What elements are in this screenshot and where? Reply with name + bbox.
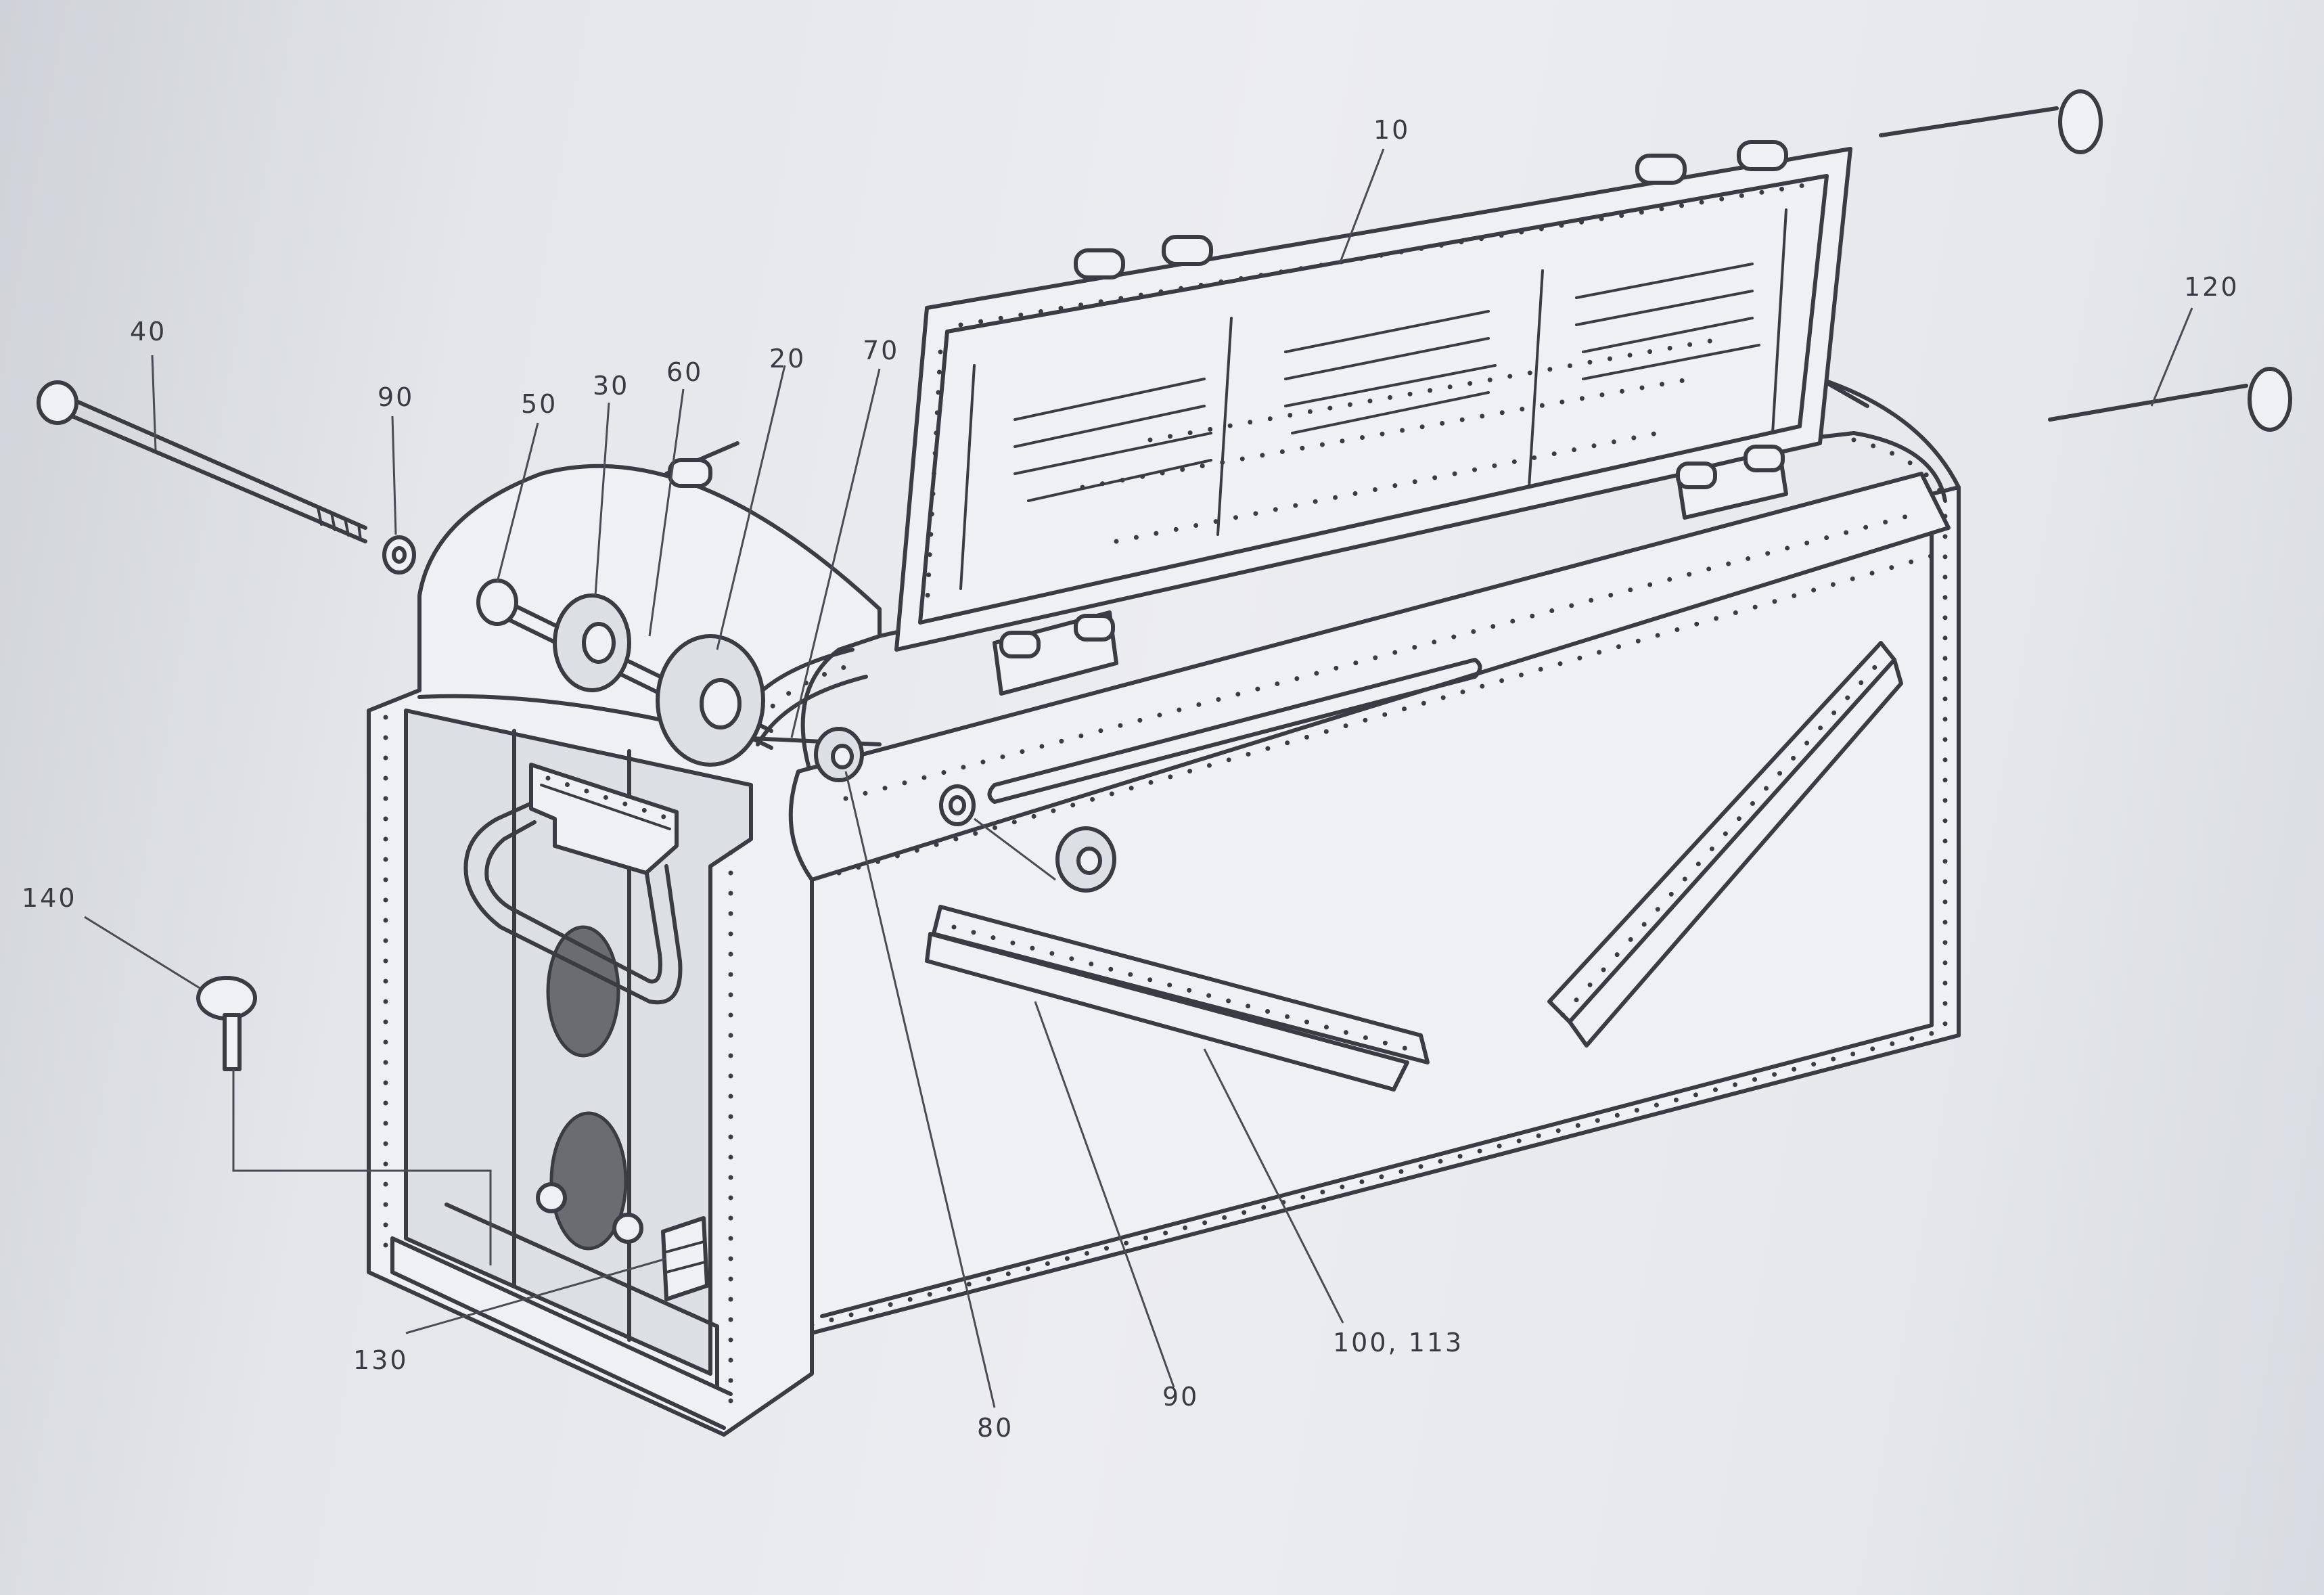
end-panel-left (367, 464, 882, 1437)
top-rail-rivets-upper (843, 512, 1917, 801)
lid-ribs (1013, 263, 1760, 502)
box-front-frame (820, 512, 1934, 1318)
oval-hole-lower (549, 1111, 628, 1251)
shaft-assembly (37, 380, 1116, 893)
knob-140 (196, 976, 257, 1071)
lid-field-rivets (1080, 336, 1728, 544)
lower-hinge-bracket (661, 1216, 709, 1301)
top-edge-rivets (1851, 437, 1948, 503)
mount-hole-b (612, 1213, 643, 1244)
bottom-tray (390, 1203, 733, 1430)
lid-lower-hinges (668, 445, 1788, 696)
callout-140: 140 (22, 883, 77, 913)
spacer-50 (476, 579, 518, 626)
handle-bracket-line (540, 784, 671, 830)
callout-130: 130 (353, 1345, 409, 1375)
lid-inner-frame (918, 174, 1829, 625)
lid-10 (668, 140, 1852, 696)
callout-60: 60 (666, 357, 704, 387)
box-top-rear-edge (1818, 377, 1961, 503)
callout-90-top: 90 (378, 382, 415, 412)
lid-panel (894, 147, 1852, 652)
callout-30: 30 (593, 371, 630, 401)
callout-40: 40 (130, 317, 167, 346)
callout-70: 70 (863, 336, 900, 365)
handle-bracket (529, 763, 679, 875)
callout-20: 20 (769, 344, 806, 374)
bolt-40-head (37, 380, 78, 425)
lid-top-hinges (1074, 140, 1788, 279)
leader-lines (84, 148, 2193, 1408)
lid-rivets-left (924, 349, 943, 612)
carry-handle (463, 800, 683, 1005)
box-body (664, 377, 1961, 1339)
bolt-40-thread (317, 506, 362, 541)
callout-80: 80 (977, 1413, 1014, 1443)
piano-hinge-strip (1547, 641, 1903, 1048)
handle-bracket-rivets (545, 776, 673, 822)
callout-50: 50 (521, 389, 558, 419)
pin-120-upper (1879, 89, 2103, 154)
lid-vertical-ribs (959, 208, 1787, 590)
top-rail (742, 472, 1951, 882)
callout-10: 10 (1373, 115, 1411, 145)
callout-120: 120 (2184, 272, 2239, 302)
callout-90-bottom: 90 (1162, 1382, 1200, 1412)
pin-120-lower (2048, 367, 2292, 432)
top-rail-rivets-lower (836, 552, 1938, 876)
lower-hinge-lines (665, 1240, 706, 1274)
front-frame-rivets (809, 498, 1948, 1328)
top-rail-slot (987, 658, 1482, 804)
bolt-40-shank (62, 394, 367, 543)
mount-hole-a (536, 1182, 567, 1213)
angle-bracket-100-113 (925, 905, 1430, 1092)
callout-100-113: 100, 113 (1333, 1328, 1464, 1357)
